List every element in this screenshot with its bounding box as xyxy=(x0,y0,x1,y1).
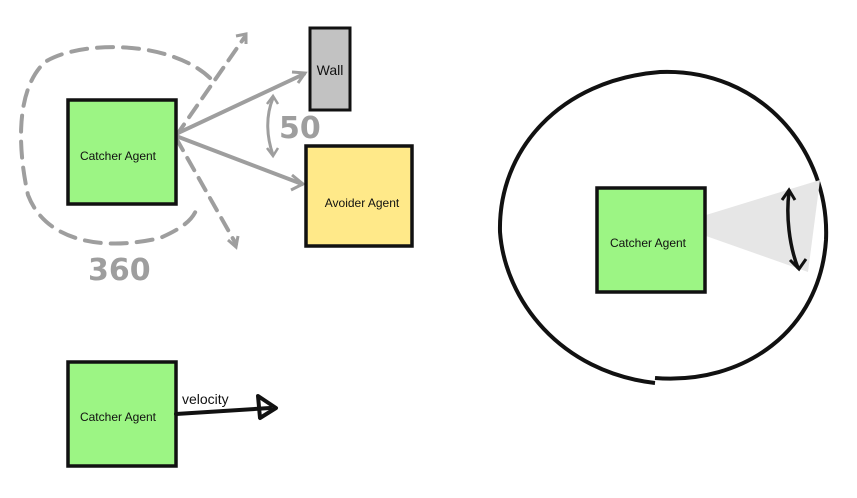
ray-to-avoider xyxy=(174,134,304,186)
catcher-agent-top-label: Catcher Agent xyxy=(80,149,157,163)
catcher-agent-top xyxy=(66,98,178,206)
avoider-agent xyxy=(304,144,414,248)
avoider-agent-label: Avoider Agent xyxy=(325,196,400,210)
velocity-label: velocity xyxy=(182,391,229,407)
view-angle-arrowhead-top xyxy=(780,187,797,201)
catcher-agent-right xyxy=(595,186,707,294)
wall-label: Wall xyxy=(317,62,344,78)
angle-arc-arrowhead-bottom xyxy=(266,147,280,159)
view-cone xyxy=(706,180,820,272)
ray-to-avoider-arrowhead xyxy=(290,173,306,192)
catcher-agent-bottom-label: Catcher Agent xyxy=(80,410,157,424)
velocity-arrowhead xyxy=(256,394,278,420)
angle-full-label: 360 xyxy=(88,253,151,288)
wall-block xyxy=(308,26,352,112)
angle-arc-arrowhead-top xyxy=(266,93,280,105)
sensing-range-dashed-outline xyxy=(19,45,212,246)
velocity-arrow xyxy=(174,406,272,416)
view-angle-arrowhead-bottom xyxy=(788,258,808,272)
angle-small-label: 50 xyxy=(279,111,321,146)
world-boundary-circle xyxy=(497,69,829,385)
ray-dashed-down-arrowhead xyxy=(227,235,240,250)
ray-to-wall xyxy=(174,72,306,136)
catcher-agent-bottom xyxy=(66,360,178,468)
ray-to-wall-arrowhead xyxy=(291,70,308,84)
view-angle-arrow xyxy=(786,191,800,269)
catcher-agent-right-label: Catcher Agent xyxy=(610,236,687,250)
ray-dashed-up xyxy=(174,36,246,138)
angle-arc-small xyxy=(266,97,275,156)
ray-dashed-down xyxy=(174,136,238,246)
ray-dashed-up-arrowhead xyxy=(235,32,248,44)
